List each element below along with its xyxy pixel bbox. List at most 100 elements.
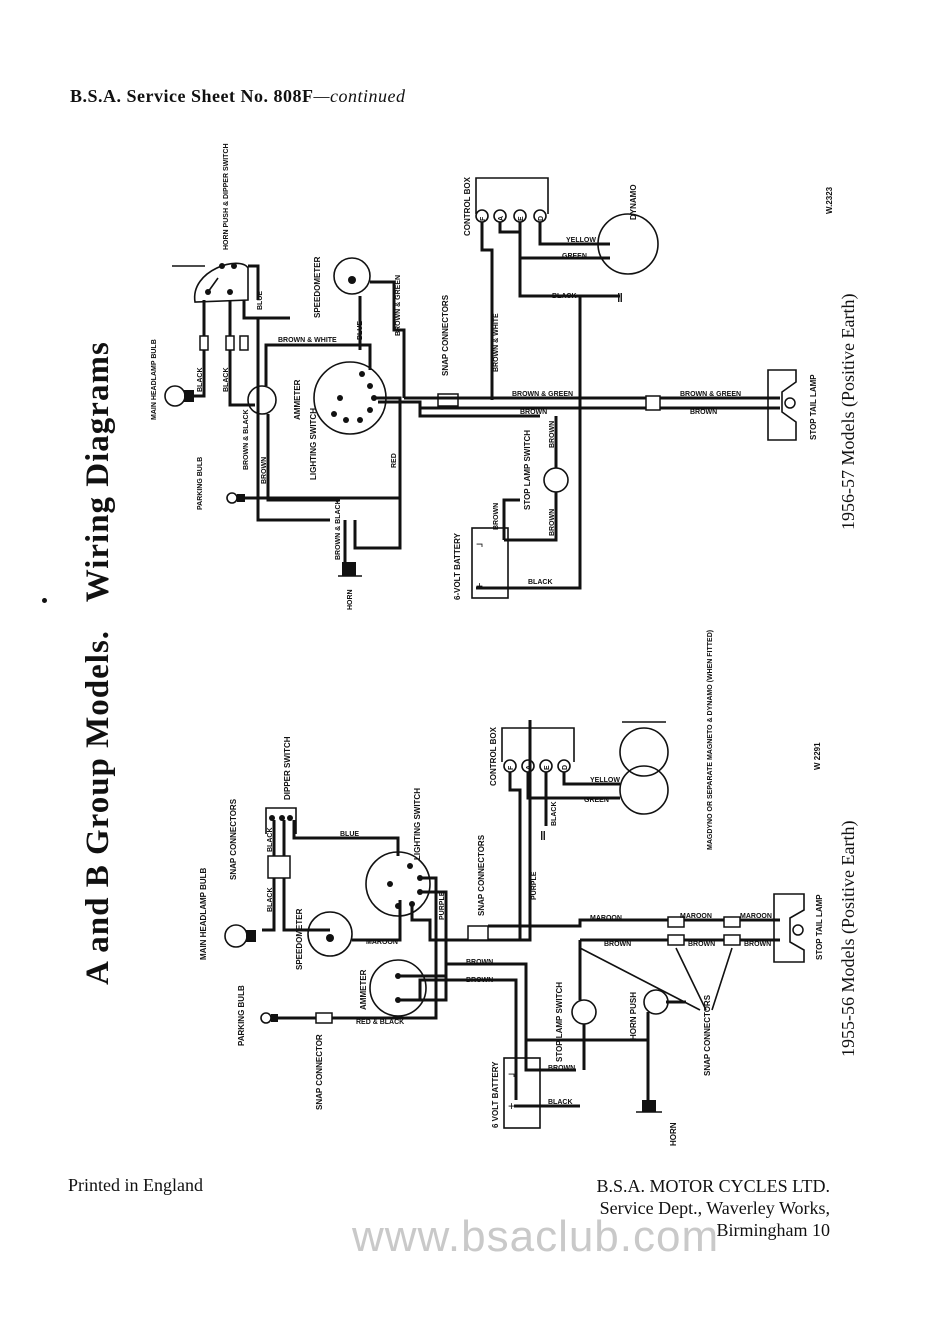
footer-printed: Printed in England [68, 1175, 203, 1195]
speedometer-symbol [333, 257, 406, 398]
page-header: B.S.A. Service Sheet No. 808F—continued [70, 86, 405, 107]
dipper-switch-symbol [265, 807, 297, 834]
wire-brown-black-top: BROWN & BLACK [243, 409, 250, 470]
diagram-top: ‖ ¬ + [164, 177, 797, 599]
stop-lamp-switch-symbol-bottom [571, 999, 597, 1025]
wire-brown-white-2-top: BROWN & WHITE [493, 313, 500, 372]
horn-push-symbol-bottom [643, 989, 669, 1015]
diagram-bottom: ‖ ¬ + [224, 720, 805, 1129]
label-main-headlamp-top: MAIN HEADLAMP BULB [151, 339, 158, 420]
main-headlamp-bulb-symbol-bottom [224, 924, 256, 948]
label-control-box-bottom: CONTROL BOX [489, 726, 498, 786]
wire-brown-1-bottom: BROWN [604, 941, 631, 948]
wire-brown-green-2-top: BROWN & GREEN [512, 391, 573, 398]
wire-brown-2-top: BROWN [520, 409, 547, 416]
wire-yellow-top: YELLOW [566, 237, 596, 244]
wire-brown-2-bottom: BROWN [688, 941, 715, 948]
watermark: www.bsaclub.com [352, 1212, 720, 1261]
lighting-switch-symbol-bottom [365, 851, 431, 917]
label-lighting-switch-top: LIGHTING SWITCH [309, 408, 318, 480]
parking-bulb-symbol [226, 492, 245, 504]
label-lighting-switch-bottom: LIGHTING SWITCH [413, 788, 422, 860]
label-magdyno: MAGDYNO OR SEPARATE MAGNETO & DYNAMO (WH… [707, 630, 714, 850]
battery-symbol-bottom: ¬ + [503, 1057, 541, 1129]
label-ammeter-top: AMMETER [293, 379, 302, 420]
stop-lamp-switch-symbol [543, 467, 569, 493]
wire-brown-5-top: BROWN [549, 509, 556, 536]
label-dynamo-top: DYNAMO [629, 184, 638, 220]
label-stop-lamp-switch-bottom: STOP LAMP SWITCH [555, 982, 564, 1062]
wire-purple-2-bottom: PURPLE [531, 871, 538, 900]
wire-brown-4-top: BROWN [549, 421, 556, 448]
ammeter-symbol [247, 343, 372, 502]
wire-blue-2-top: BLUE [357, 321, 364, 340]
wire-purple-1-bottom: PURPLE [439, 891, 446, 920]
wire-black-4-top: BLACK [552, 293, 577, 300]
footer-company: B.S.A. MOTOR CYCLES LTD. Service Dept., … [556, 1175, 830, 1241]
ref-top: W.2323 [825, 186, 834, 214]
label-speedometer-bottom: SPEEDOMETER [295, 908, 304, 970]
label-control-box-top: CONTROL BOX [463, 176, 472, 236]
footer-company-dept: Service Dept., Waverley Works, [599, 1198, 830, 1218]
magdyno-symbol [619, 721, 669, 815]
label-parking-bulb-top: PARKING BULB [197, 457, 204, 510]
terminal-a-top: A [498, 216, 505, 221]
wire-green-bottom: GREEN [584, 797, 609, 804]
wire-brown-4-bottom: BROWN [466, 959, 493, 966]
wire-brown-6-top: BROWN [493, 503, 500, 530]
dynamo-symbol [597, 213, 659, 275]
wire-brown-green-1-top: BROWN & GREEN [395, 275, 402, 336]
label-battery-bottom: 6 VOLT BATTERY [491, 1061, 500, 1128]
header-continued: —continued [313, 86, 406, 106]
wire-maroon-1-bottom: MAROON [366, 939, 398, 946]
svg-text:‖: ‖ [617, 291, 623, 305]
wire-blue-bottom: BLUE [340, 831, 359, 838]
wire-maroon-4-bottom: MAROON [740, 913, 772, 920]
wire-yellow-bottom: YELLOW [590, 777, 620, 784]
svg-text:¬: ¬ [508, 1067, 515, 1081]
label-snap-connectors-3: SNAP CONNECTORS [703, 994, 712, 1076]
wire-brown-3-top: BROWN [690, 409, 717, 416]
terminal-d-bottom: D [562, 765, 569, 770]
wire-brown-6-bottom: BROWN [548, 1065, 575, 1072]
control-box-symbol [475, 177, 549, 223]
label-horn-push-dipper: HORN PUSH & DIPPER SWITCH [223, 143, 230, 250]
label-snap-connectors-top: SNAP CONNECTORS [441, 294, 450, 376]
speedometer-symbol-bottom [307, 911, 353, 957]
wire-black-4-bottom: BLACK [551, 802, 558, 827]
terminal-f-top: F [480, 216, 487, 221]
wire-black-3-bottom: BLACK [548, 1099, 573, 1106]
svg-text:¬: ¬ [476, 537, 483, 551]
terminal-e-top: E [518, 216, 525, 221]
wire-brown-5-bottom: BROWN [466, 977, 493, 984]
margin-dot [42, 598, 47, 603]
stop-tail-lamp-symbol-bottom [773, 893, 805, 963]
wire-black-3-top: BLACK [528, 579, 553, 586]
terminal-d-top: D [538, 216, 545, 221]
horn-dipper-switch-symbol [172, 262, 249, 303]
wire-black-1-top: BLACK [197, 368, 204, 393]
label-ammeter-bottom: AMMETER [359, 969, 368, 1010]
wire-brown-white-1-top: BROWN & WHITE [278, 337, 337, 344]
label-main-headlamp-bottom: MAIN HEADLAMP BULB [199, 867, 208, 960]
label-horn-bottom: HORN [669, 1122, 678, 1146]
wire-brown-1-top: BROWN [261, 457, 268, 484]
terminal-a-bottom: A [526, 765, 533, 770]
label-parking-bulb-bottom: PARKING BULB [237, 985, 246, 1046]
wire-brown-green-3-top: BROWN & GREEN [680, 391, 741, 398]
wire-red-top: RED [391, 453, 398, 468]
wire-brown-3-bottom: BROWN [744, 941, 771, 948]
wire-maroon-2-bottom: MAROON [590, 915, 622, 922]
terminal-e-bottom: E [544, 765, 551, 770]
label-horn-push-bottom: HORN PUSH [629, 992, 638, 1040]
header-title: B.S.A. Service Sheet No. 808F [70, 86, 314, 106]
wire-blue-top: BLUE [257, 291, 264, 310]
svg-text:‖: ‖ [540, 829, 546, 843]
footer-company-name: B.S.A. MOTOR CYCLES LTD. [596, 1176, 830, 1196]
wire-black-1-bottom: BLACK [267, 828, 274, 853]
label-stop-tail-lamp-bottom: STOP TAIL LAMP [815, 894, 824, 960]
main-headlamp-bulb-symbol [164, 385, 194, 407]
svg-text:+: + [476, 579, 483, 593]
terminal-f-bottom: F [508, 765, 515, 770]
label-snap-connectors-2: SNAP CONNECTORS [477, 834, 486, 916]
